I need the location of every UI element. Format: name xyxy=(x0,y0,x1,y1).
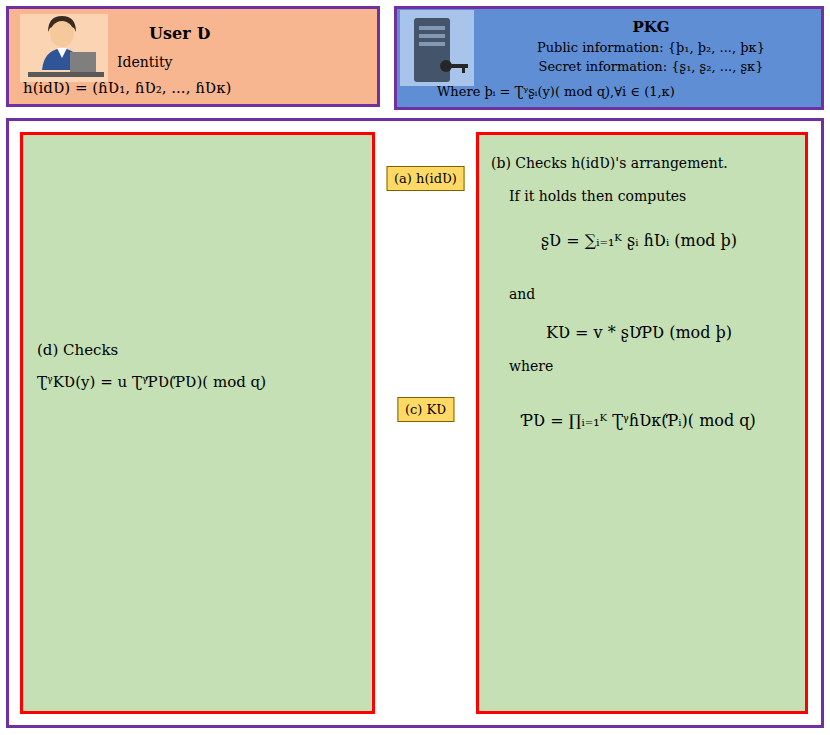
identity-label: Identity xyxy=(117,53,371,71)
step-title: (b) Checks h(idƲ)'s arrangement. xyxy=(491,153,799,173)
laptop-screen xyxy=(70,52,96,72)
step-note: where xyxy=(509,356,799,376)
user-head xyxy=(50,21,74,47)
step-title: (d) Checks xyxy=(37,340,366,360)
sum-formula: ʂƲ = ∑ᵢ₌₁ᴷ ʂᵢ ɦƲᵢ (mod þ) xyxy=(479,231,799,251)
icon-ground xyxy=(400,10,474,86)
user-title: User Ʋ xyxy=(149,25,371,43)
server-slot xyxy=(419,42,445,46)
protocol-frame: (d) ChecksƮᵞKƲ(y) = u ƮᵞƤƲ(ƤƲ)( mod ɋ) (b… xyxy=(6,118,824,728)
desk xyxy=(28,72,104,77)
secret-info: Secret information: {ʂ₁, ʂ₂, ..., ʂκ} xyxy=(487,58,815,75)
key-bow xyxy=(440,60,452,72)
check-formula: ƮᵞKƲ(y) = u ƮᵞƤƲ(ƤƲ)( mod ɋ) xyxy=(37,372,366,392)
step-note: If it holds then computes xyxy=(509,186,799,206)
server-slot xyxy=(419,34,445,38)
server-icon xyxy=(400,10,474,86)
message-label: (c) KƲ xyxy=(397,397,454,422)
pkg-box: PKG Public information: {þ₁, þ₂, ..., þκ}… xyxy=(394,6,824,110)
message-label: (a) h(idƲ) xyxy=(386,166,465,191)
user-hair xyxy=(48,16,76,32)
pkg-compute-box: (b) Checks h(idƲ)'s arrangement. If it ho… xyxy=(476,132,808,714)
user-body xyxy=(42,48,82,70)
user-collar xyxy=(57,48,67,58)
server-tower xyxy=(414,18,450,82)
product-formula: ƤƲ = ∏ᵢ₌₁ᴷ ƮᵞɦƲκ(Ƥᵢ)( mod ɋ) xyxy=(479,411,799,431)
key-blade xyxy=(450,64,468,68)
identity-formula: h(idƲ) = (ɦƲ₁, ɦƲ₂, ..., ɦƲκ) xyxy=(23,79,371,97)
key-bit xyxy=(462,68,465,73)
icon-ground xyxy=(20,14,108,82)
user-box: User Ʋ Identity h(idƲ) = (ɦƲ₁, ɦƲ₂, ..., ɦ… xyxy=(6,6,380,107)
public-key-formula: Where þᵢ = Ʈᵞʂᵢ(y)( mod ɋ),∀i ∈ (1,κ) xyxy=(437,83,815,100)
step-note: and xyxy=(509,284,799,304)
key-formula: KƲ = v * ʂƲƤƲ (mod þ) xyxy=(479,323,799,343)
user-icon xyxy=(20,14,108,82)
server-slot xyxy=(419,26,445,30)
user-check-box: (d) ChecksƮᵞKƲ(y) = u ƮᵞƤƲ(ƤƲ)( mod ɋ) xyxy=(20,132,375,714)
public-info: Public information: {þ₁, þ₂, ..., þκ} xyxy=(487,39,815,56)
pkg-title: PKG xyxy=(487,19,815,36)
